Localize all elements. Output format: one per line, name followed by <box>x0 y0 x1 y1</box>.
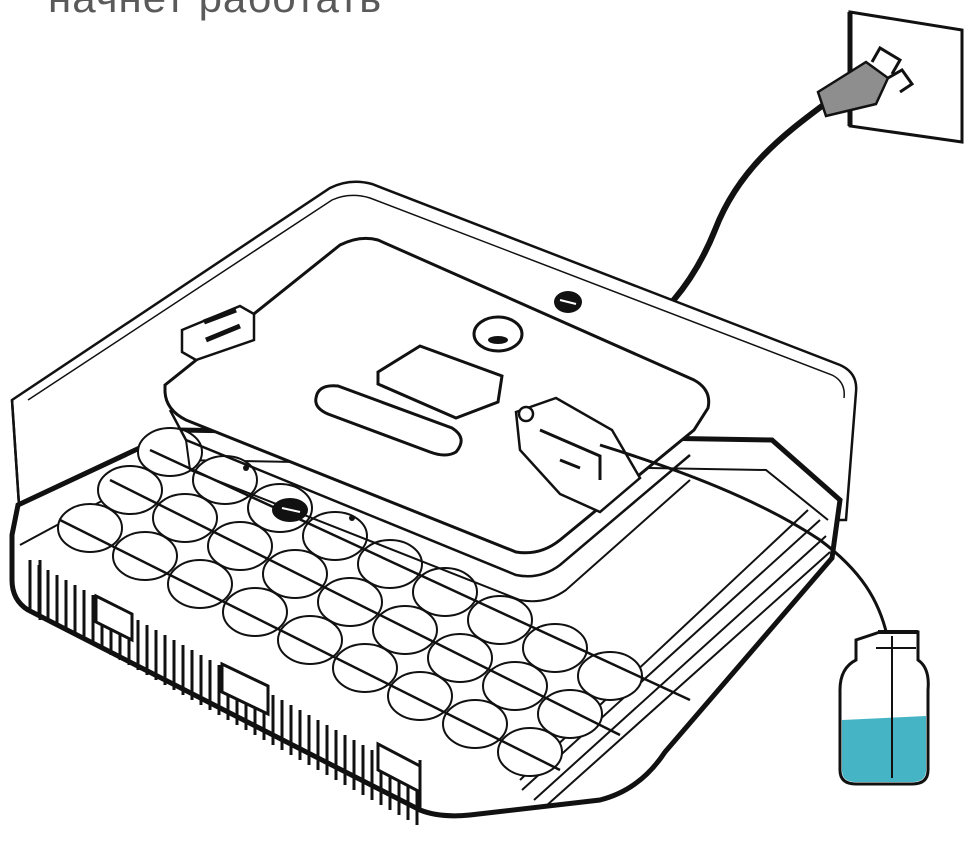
water-tube <box>599 443 890 641</box>
egg-rails <box>59 448 691 772</box>
display-screen <box>376 344 504 420</box>
power-plug <box>816 45 915 118</box>
egg <box>357 539 423 589</box>
control-lid <box>163 236 711 603</box>
egg <box>57 503 123 553</box>
control-knob <box>472 315 524 353</box>
water-bottle <box>838 630 930 786</box>
egg <box>522 623 588 673</box>
egg <box>467 595 533 645</box>
egg <box>112 531 178 581</box>
egg <box>577 651 643 701</box>
eggs-grid <box>57 427 643 777</box>
water-pump-bracket <box>514 396 642 514</box>
caption-text: начнет работать <box>48 0 382 22</box>
egg <box>262 549 328 599</box>
egg <box>222 587 288 637</box>
egg <box>317 577 383 627</box>
egg <box>167 559 233 609</box>
tray-latch-left <box>94 593 422 795</box>
egg <box>372 605 438 655</box>
egg <box>192 455 258 505</box>
vent-slot <box>314 384 463 457</box>
